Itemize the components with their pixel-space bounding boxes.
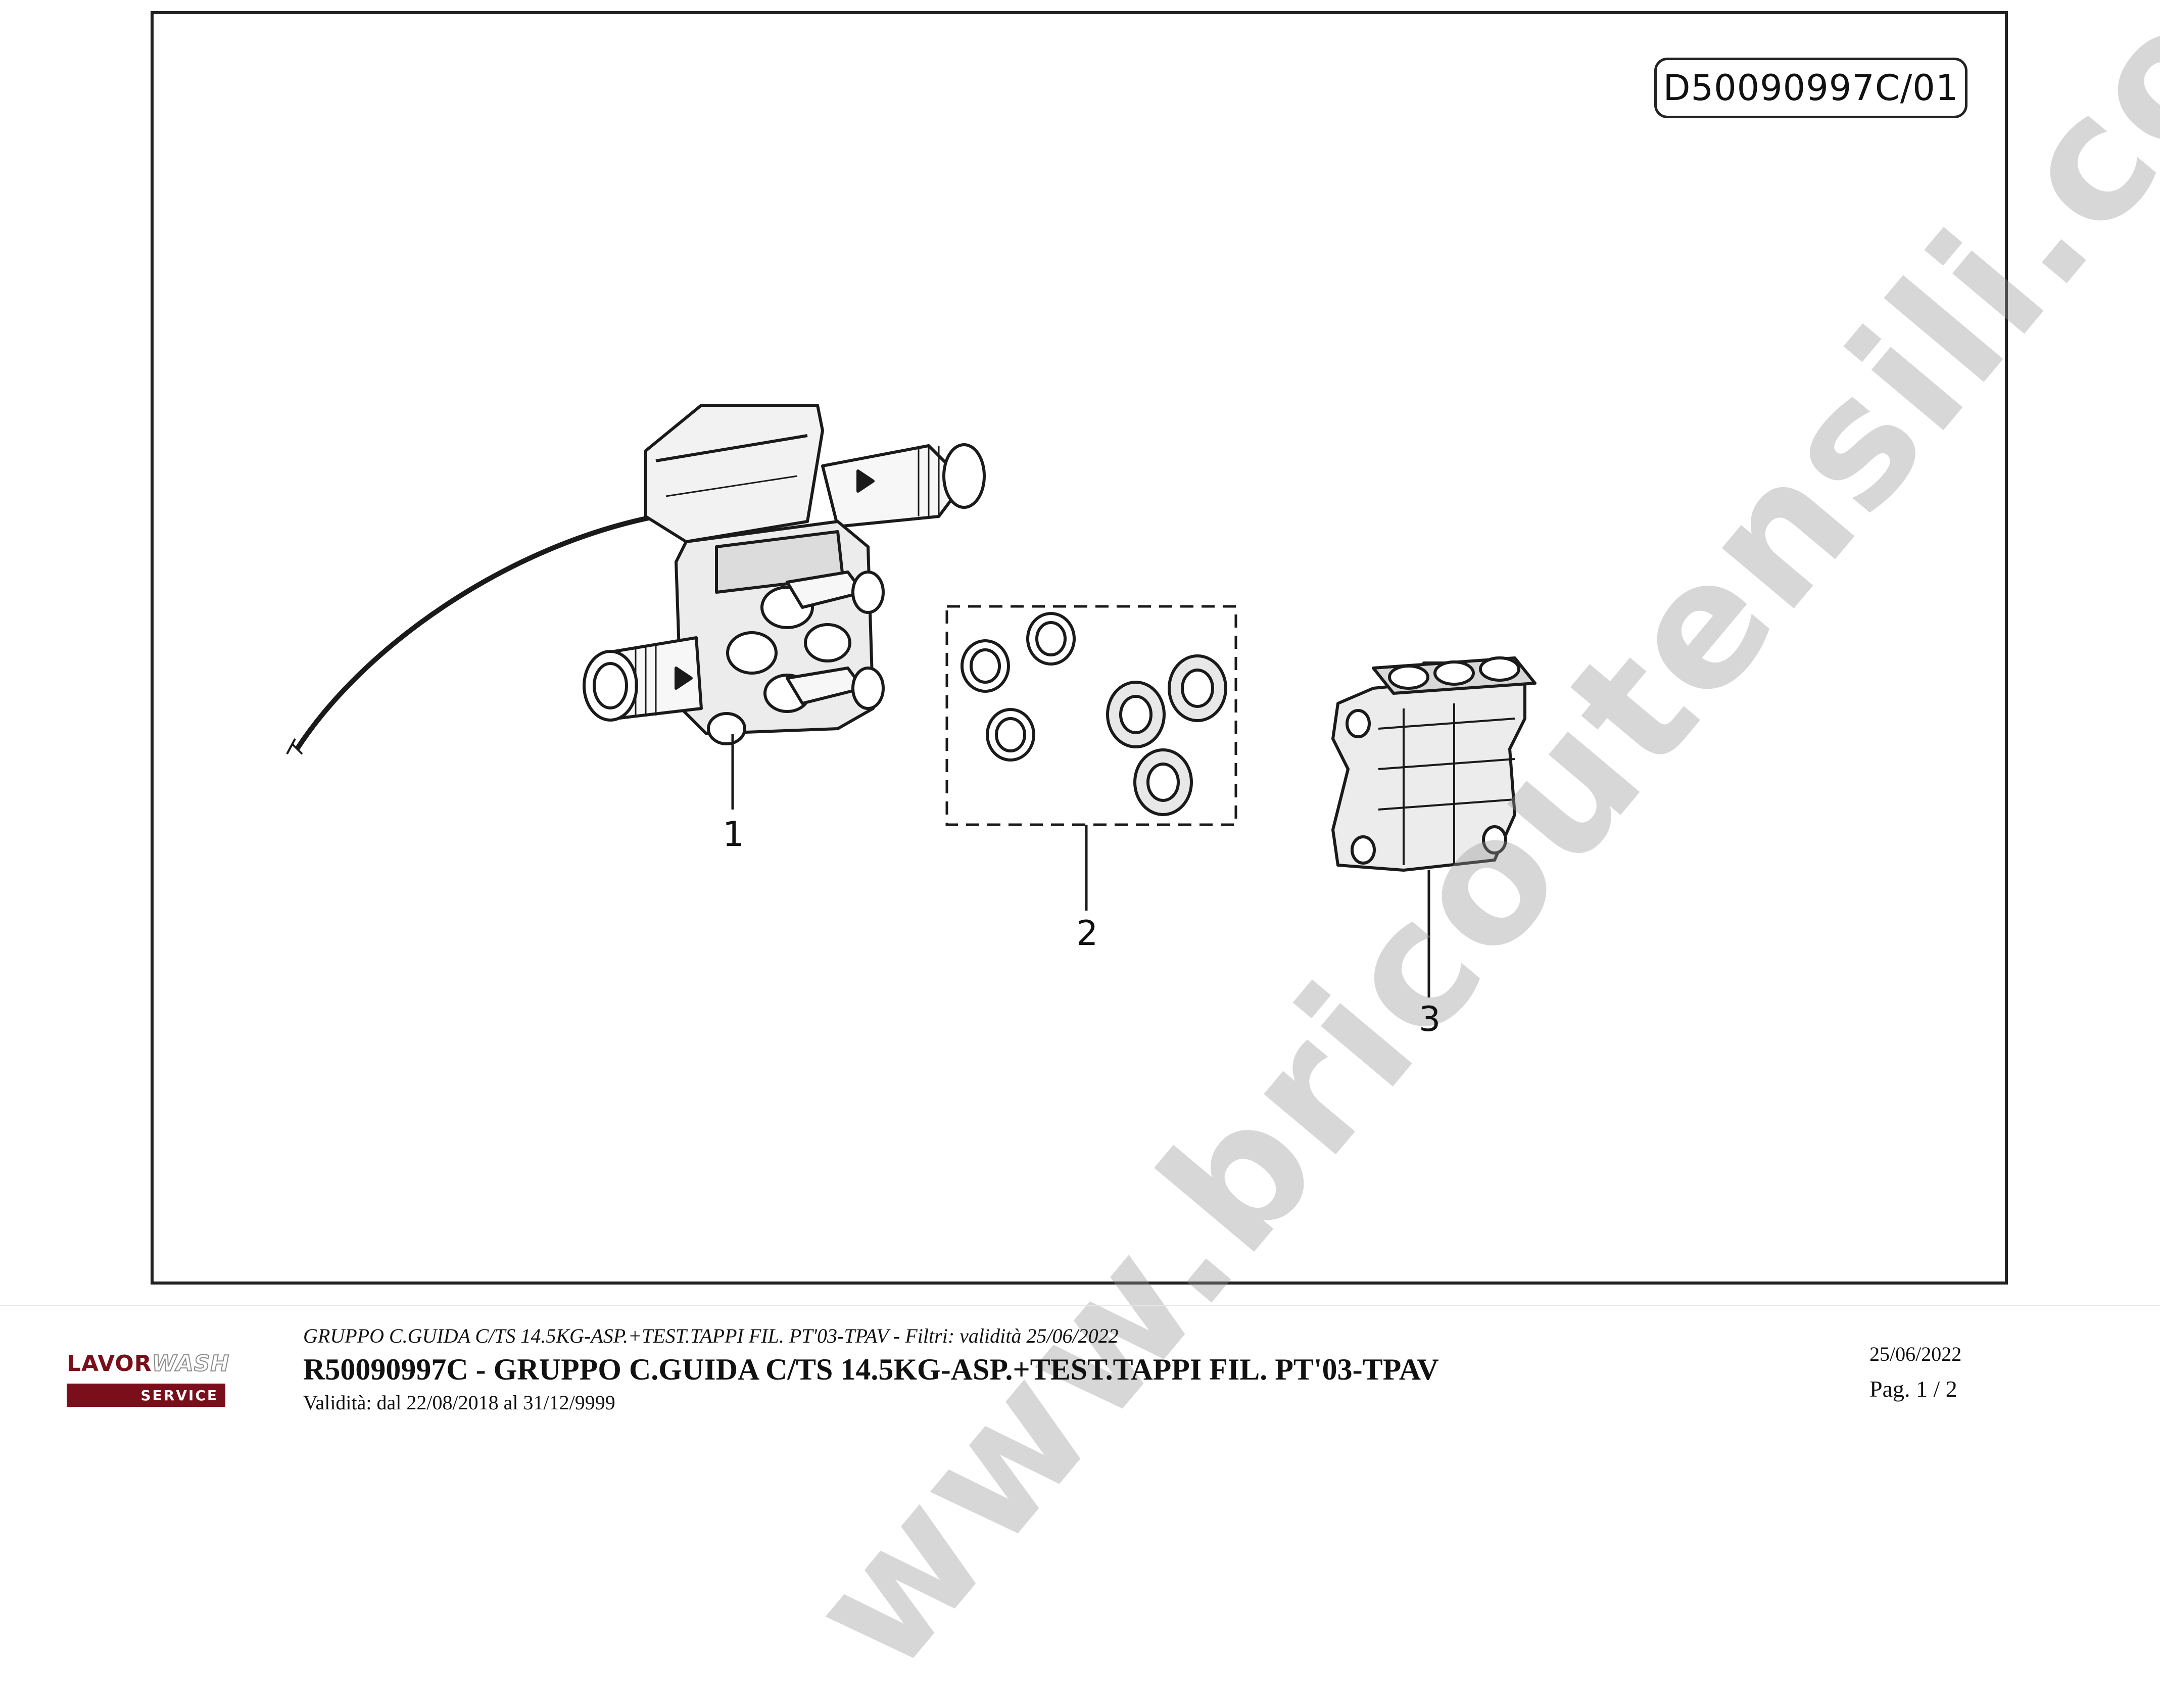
exploded-diagram	[286, 404, 1537, 998]
part-3-valve-block	[1331, 656, 1537, 872]
drawing-code-label: D50090997C/01	[1654, 58, 1967, 118]
footer-date: 25/06/2022	[1869, 1343, 1962, 1365]
footer-subtitle: GRUPPO C.GUIDA C/TS 14.5KG-ASP.+TEST.TAP…	[303, 1324, 1119, 1347]
part-2-seal-kit	[945, 605, 1237, 826]
footer-divider	[0, 1305, 2160, 1306]
logo-band-text: SERVICE	[140, 1387, 218, 1404]
logo-brand-secondary: WASH	[152, 1350, 230, 1377]
footer-page-number: Pag. 1 / 2	[1869, 1376, 1957, 1402]
logo-service-band: SERVICE	[67, 1384, 225, 1407]
callout-label-3: 3	[1419, 1000, 1441, 1039]
footer-title: R50090997C - GRUPPO C.GUIDA C/TS 14.5KG-…	[303, 1353, 1439, 1386]
part-1-pump-head	[286, 404, 986, 755]
logo-brand-primary: LAVOR	[67, 1350, 152, 1377]
drawing-frame	[151, 11, 2008, 1285]
callout-label-2: 2	[1076, 914, 1098, 954]
callout-label-1: 1	[723, 815, 745, 855]
footer-validity: Validità: dal 22/08/2018 al 31/12/9999	[303, 1391, 615, 1414]
